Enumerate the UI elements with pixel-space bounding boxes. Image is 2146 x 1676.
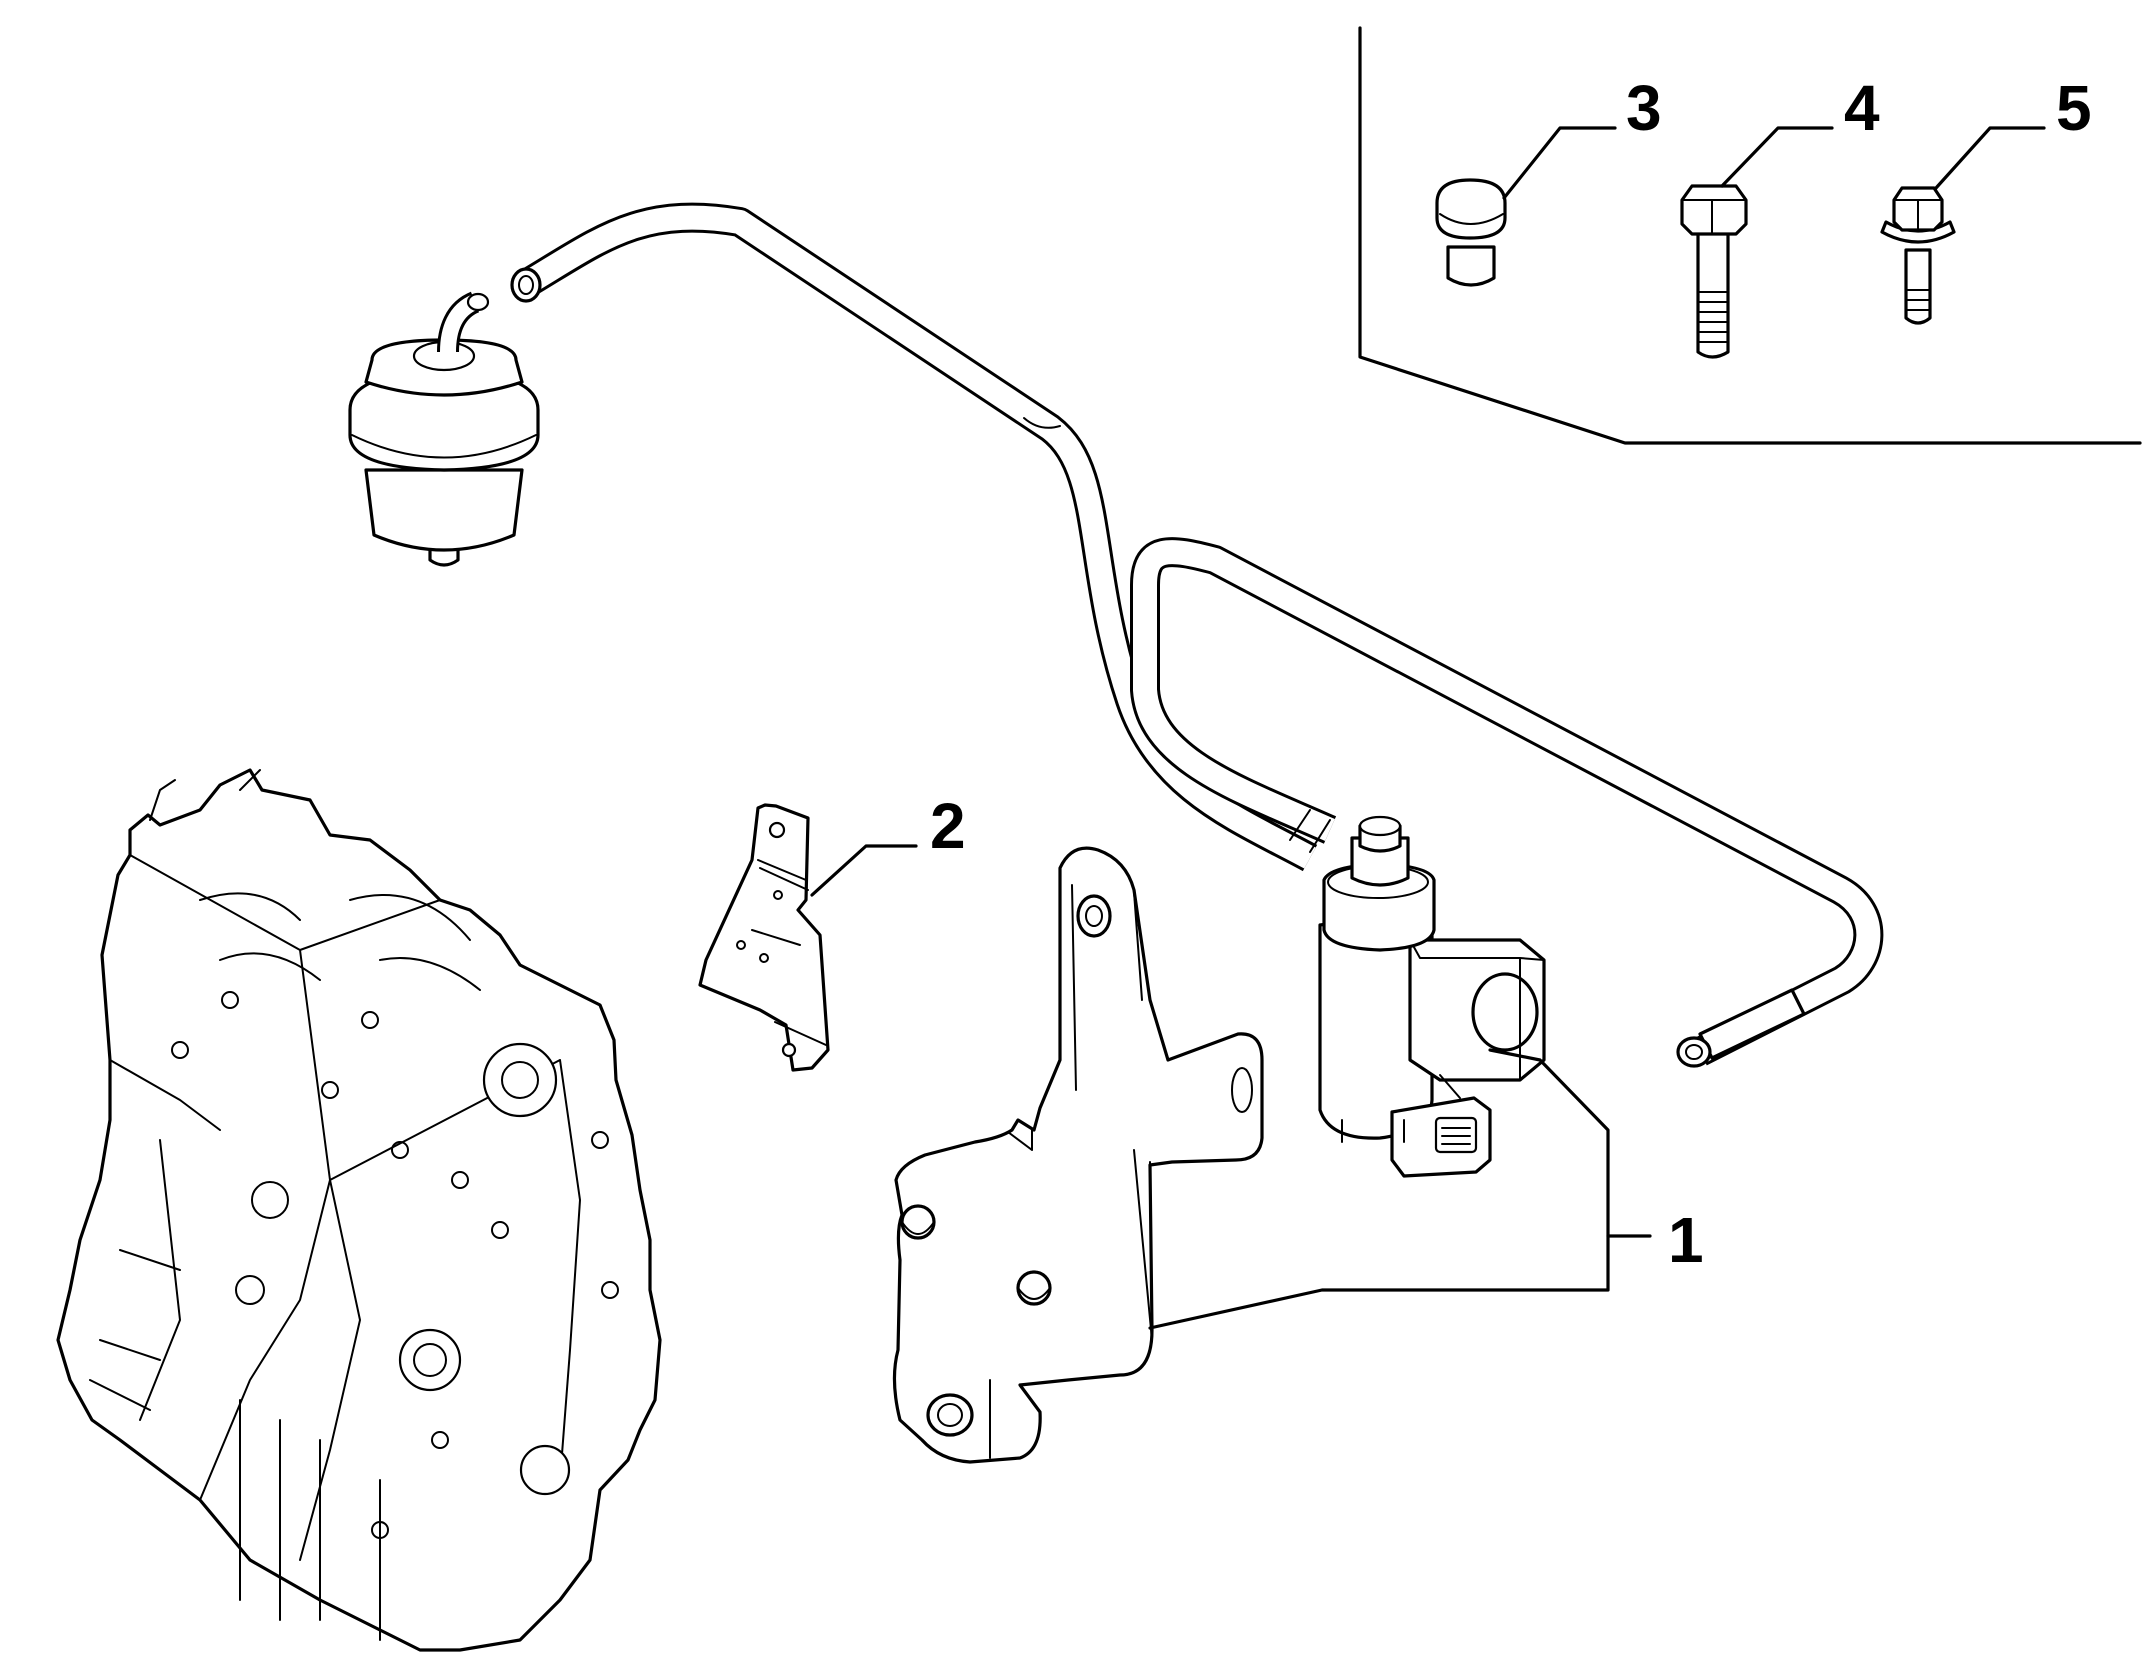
vacuum-hose-long — [510, 202, 1318, 872]
callout-3: 3 — [1626, 72, 1662, 144]
solenoid-valve-assembly — [892, 815, 1546, 1464]
leader-lines — [810, 126, 2046, 1330]
callout-4: 4 — [1844, 72, 1880, 144]
engine-block — [56, 768, 662, 1652]
hex-bolt-part — [1680, 184, 1748, 359]
vacuum-hose-loop — [1130, 537, 1884, 1068]
small-bracket-part — [698, 803, 830, 1072]
vacuum-canister — [348, 291, 540, 567]
flange-bolt-part — [1880, 186, 1956, 325]
callout-5: 5 — [2056, 72, 2092, 144]
plug-cap-part — [1435, 178, 1507, 287]
callout-1: 1 — [1668, 1204, 1704, 1276]
callout-2: 2 — [930, 790, 966, 862]
hardware-inset-frame — [1358, 26, 2142, 445]
callout-labels: 1 2 3 4 5 — [930, 72, 2092, 1276]
